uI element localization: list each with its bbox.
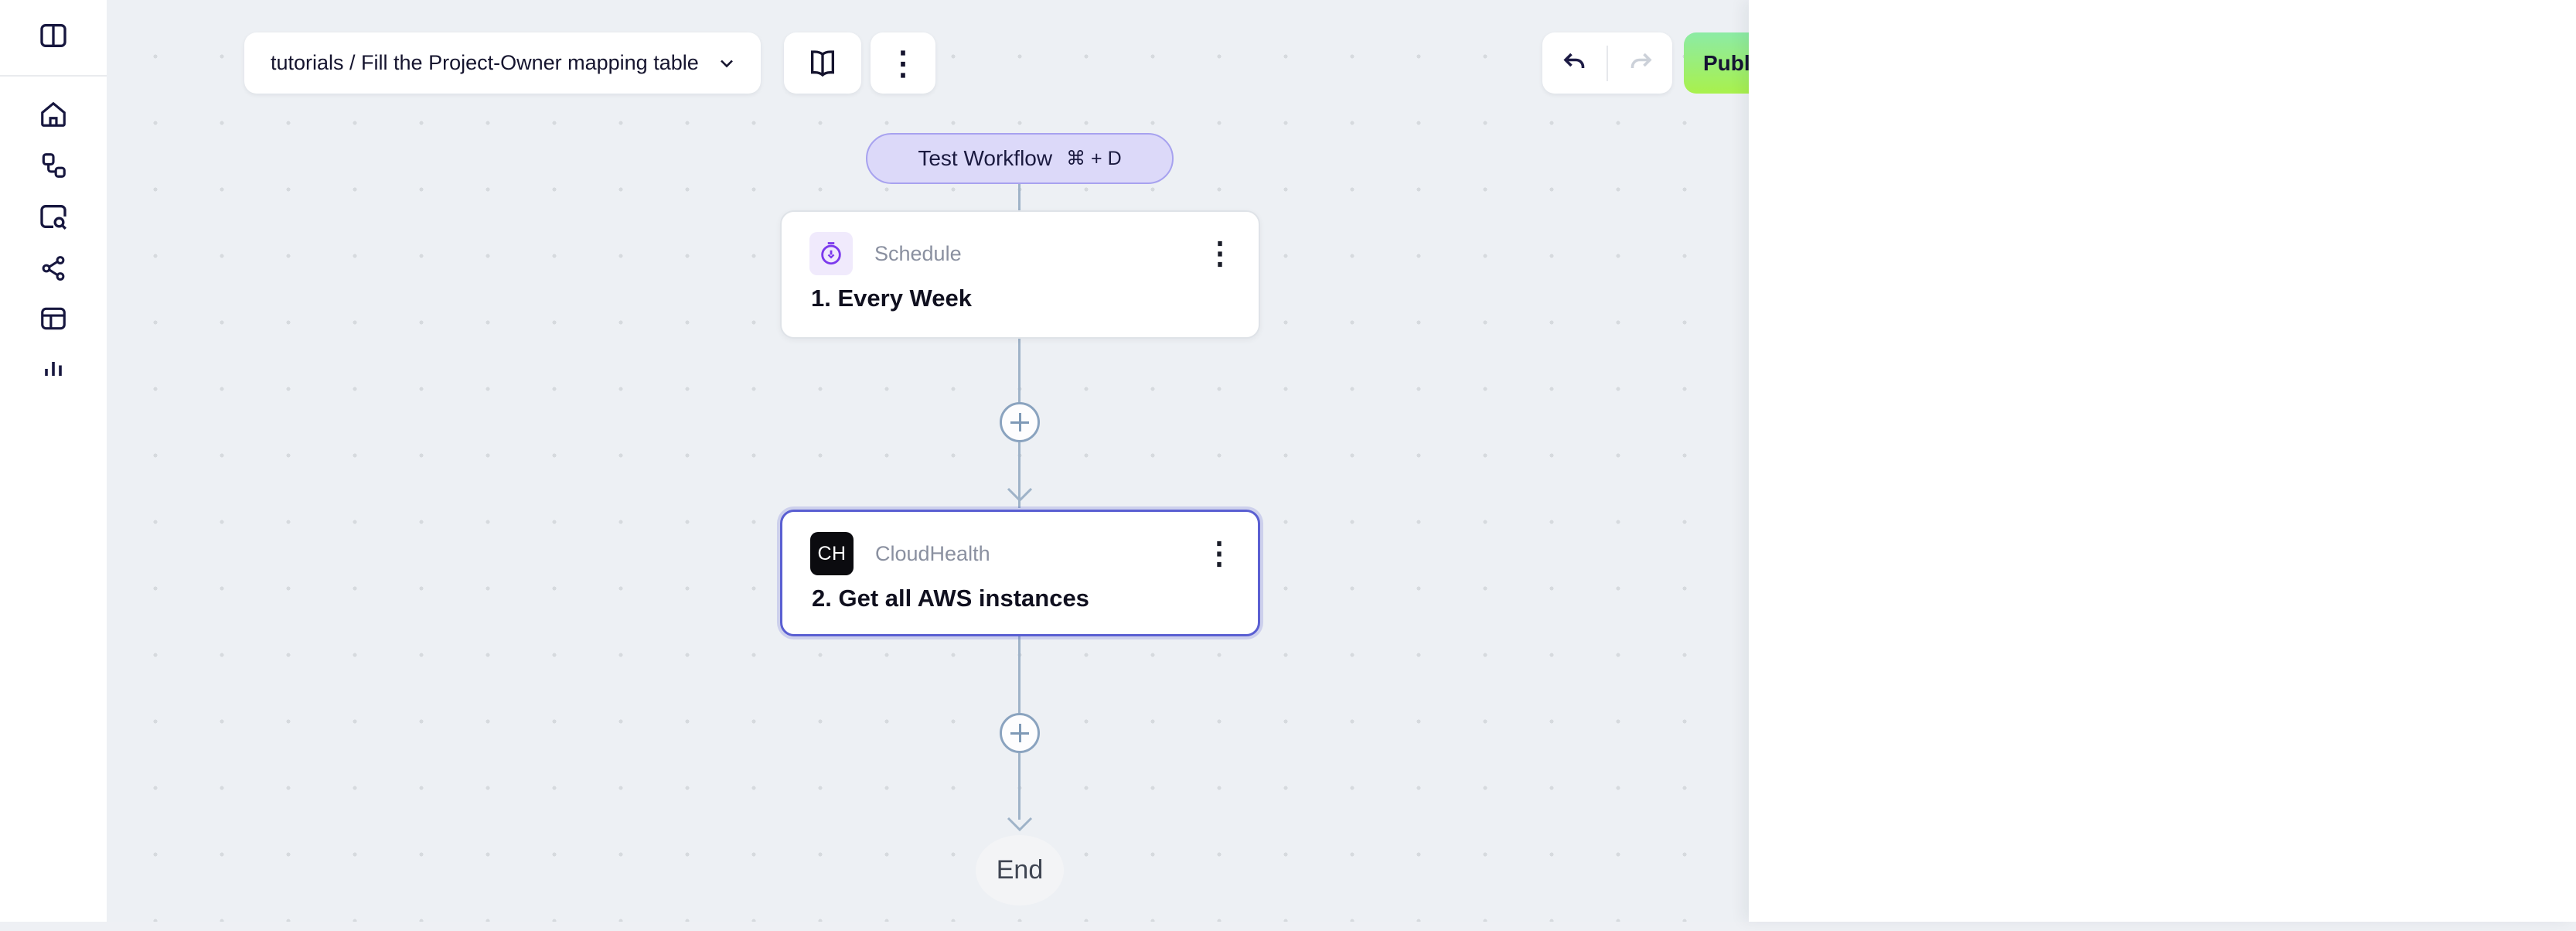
- undo-redo-divider: [1607, 45, 1608, 81]
- workflow-selector-label: tutorials / Fill the Project-Owner mappi…: [271, 51, 699, 74]
- node-title: 2. Get all AWS instances: [812, 585, 1089, 612]
- edge-segment: [1018, 442, 1021, 508]
- add-step-button-1[interactable]: [1000, 402, 1040, 442]
- end-label: End: [996, 855, 1044, 885]
- edge-cloudhealth-end: [1018, 636, 1021, 714]
- test-workflow-shortcut: ⌘ + D: [1066, 148, 1122, 169]
- test-workflow-button[interactable]: Test Workflow ⌘ + D: [866, 133, 1174, 184]
- workflow-nodes-icon[interactable]: [36, 148, 70, 182]
- kebab-icon: ⋮: [887, 44, 919, 81]
- schedule-timer-icon: [809, 232, 853, 275]
- workflow-menu-button[interactable]: ⋮: [871, 32, 935, 94]
- docs-book-button[interactable]: [784, 32, 861, 94]
- home-icon[interactable]: [36, 97, 70, 131]
- workflow-selector-dropdown[interactable]: tutorials / Fill the Project-Owner mappi…: [244, 32, 761, 94]
- redo-button[interactable]: [1608, 32, 1672, 94]
- cloudhealth-icon-text: CH: [817, 542, 847, 564]
- undo-button[interactable]: [1542, 32, 1607, 94]
- workflow-canvas[interactable]: tutorials / Fill the Project-Owner mappi…: [107, 0, 1801, 922]
- node-app-name: Schedule: [874, 241, 962, 265]
- cloudhealth-icon: CH: [810, 532, 854, 575]
- node-schedule[interactable]: Schedule ⋮ 1. Every Week: [780, 210, 1260, 339]
- bar-chart-icon[interactable]: [36, 350, 70, 384]
- undo-redo-group: [1542, 32, 1672, 94]
- sidebar-divider: [0, 75, 107, 77]
- end-node: End: [976, 835, 1064, 905]
- chevron-down-icon: [716, 53, 738, 74]
- edge-arrowhead: [1007, 817, 1033, 832]
- panel-toggle-icon[interactable]: [36, 19, 70, 53]
- book-icon: [807, 48, 838, 79]
- node-menu-icon[interactable]: ⋮: [1205, 237, 1235, 271]
- node-menu-icon[interactable]: ⋮: [1204, 537, 1235, 571]
- node-title: 1. Every Week: [811, 285, 972, 312]
- edge-segment: [1018, 753, 1021, 820]
- step-details-panel: Get all AWS instances CH Search Assets R…: [1749, 0, 2576, 922]
- node-cloudhealth[interactable]: CH CloudHealth ⋮ 2. Get all AWS instance…: [780, 510, 1260, 636]
- search-box-icon[interactable]: [36, 200, 70, 234]
- add-step-button-2[interactable]: [1000, 713, 1040, 753]
- node-app-name: CloudHealth: [875, 541, 990, 565]
- sidebar: [0, 0, 108, 922]
- share-icon[interactable]: [36, 251, 70, 285]
- edge-arrowhead: [1007, 487, 1033, 503]
- test-workflow-label: Test Workflow: [918, 146, 1053, 170]
- table-icon[interactable]: [36, 302, 70, 336]
